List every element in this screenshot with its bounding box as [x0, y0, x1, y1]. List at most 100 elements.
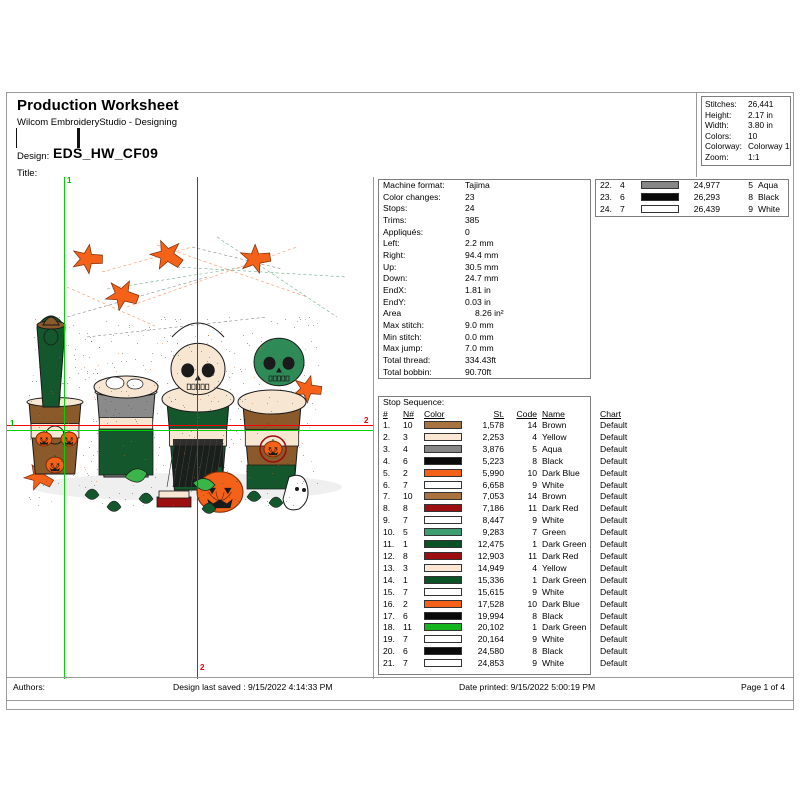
thread-code: 8 [532, 610, 537, 621]
stitch-count: 15,336 [477, 574, 504, 585]
machine-detail-row: Right:94.4 mm [379, 250, 590, 262]
color-swatch-cell [423, 575, 468, 587]
thread-color-swatch [641, 204, 679, 213]
thread-color-swatch [424, 516, 462, 525]
embroidery-design-artwork [22, 236, 348, 514]
machine-detail-value: 94.4 mm [465, 249, 499, 260]
needle-number: 1 [403, 574, 408, 585]
stop-index: 6. [383, 479, 391, 490]
color-swatch-cell [423, 444, 468, 456]
needle-number: 7 [403, 586, 408, 597]
table-row[interactable]: 23.626,2938BlackDefault [596, 192, 800, 204]
machine-detail-value: 385 [465, 214, 480, 225]
thread-code: 10 [527, 467, 537, 478]
needle-number: 2 [403, 467, 408, 478]
needle-number: 6 [403, 455, 408, 466]
color-swatch-cell [423, 491, 468, 503]
thread-code: 9 [532, 586, 537, 597]
color-swatch-cell [423, 551, 468, 563]
design-label: Design: [17, 151, 50, 162]
page-title: Production Worksheet [17, 97, 179, 114]
machine-detail-row: Max stitch:9.0 mm [379, 320, 590, 332]
thread-code: 9 [748, 203, 753, 214]
machine-detail-value: 24 [465, 203, 475, 214]
stitch-count: 19,994 [477, 610, 504, 621]
machine-detail-key: Left: [383, 238, 400, 249]
machine-detail-value: 2.2 mm [465, 238, 494, 249]
machine-detail-value: 7.0 mm [465, 343, 494, 354]
stitch-count: 24,977 [693, 180, 720, 190]
stop-sequence-column-header: Color [424, 408, 445, 419]
thread-code: 14 [527, 420, 537, 430]
stop-index: 9. [383, 515, 391, 526]
table-row[interactable]: 24.726,4399WhiteDefault [596, 204, 800, 216]
thread-name: Dark Blue [542, 467, 580, 478]
guide-mark-bottom-end: 2 [200, 663, 205, 672]
table-row[interactable]: 22.424,9775AquaDefault [596, 180, 800, 192]
needle-number: 7 [403, 658, 408, 669]
color-swatch-cell [423, 611, 468, 623]
stitch-count: 3,876 [482, 443, 504, 454]
thread-name: White [758, 203, 780, 214]
needle-number: 3 [403, 431, 408, 442]
color-swatch-cell [423, 456, 468, 468]
color-swatch-cell [423, 432, 468, 444]
design-info-value: Colorway 1 [748, 141, 790, 152]
stop-index: 8. [383, 503, 391, 514]
thread-name: Dark Green [542, 574, 587, 585]
thread-color-swatch [424, 444, 462, 453]
stitch-count: 6,658 [482, 479, 504, 490]
design-info-value: 3.80 in [748, 120, 773, 131]
stop-index: 17. [383, 610, 395, 621]
design-preview-pane[interactable]: 1 1 2 2 [7, 177, 374, 679]
stop-index: 2. [383, 431, 391, 442]
design-barcode [16, 128, 161, 148]
guide-line-horizontal-origin [7, 430, 373, 431]
worksheet-page: Production Worksheet Wilcom EmbroiderySt… [6, 92, 794, 710]
color-swatch-cell [423, 527, 468, 539]
color-swatch-cell [423, 646, 468, 658]
machine-detail-key: Area [383, 308, 402, 319]
machine-detail-row: Total bobbin:90.70ft [379, 367, 590, 379]
color-swatch-cell [423, 587, 468, 599]
needle-number: 5 [403, 527, 408, 538]
thread-name: Brown [542, 420, 567, 430]
stitch-count: 26,293 [693, 191, 720, 202]
machine-detail-value: 30.5 mm [465, 261, 499, 272]
thread-name: White [542, 634, 564, 645]
needle-number: 10 [403, 491, 413, 502]
color-swatch-cell [640, 192, 684, 204]
color-swatch-cell [423, 468, 468, 480]
thread-color-swatch [424, 504, 462, 513]
stop-index: 7. [383, 491, 391, 502]
thread-color-swatch [641, 181, 679, 189]
thread-code: 9 [532, 658, 537, 669]
thread-name: White [542, 515, 564, 526]
color-swatch-cell [423, 599, 468, 611]
footer-last-saved: Design last saved : 9/15/2022 4:14:33 PM [173, 682, 333, 692]
needle-number: 7 [403, 479, 408, 490]
